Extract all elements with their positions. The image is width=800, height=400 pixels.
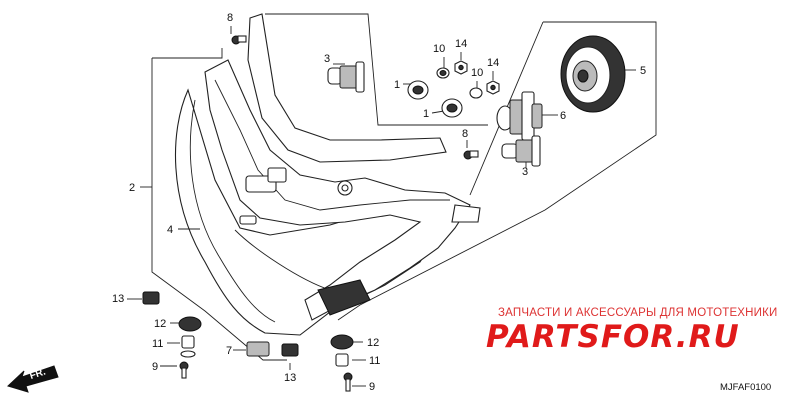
front-arrow-label: FR. xyxy=(28,366,47,382)
headlight-bulb-part-6 xyxy=(496,91,558,141)
bulb-part-3-upper xyxy=(327,61,365,93)
callout-c13b: 13 xyxy=(284,372,296,384)
callout-c1a: 1 xyxy=(394,79,400,91)
callout-c2: 2 xyxy=(129,182,135,194)
callout-numbers: 8 3 10 14 1 10 14 5 1 6 8 3 2 4 13 12 11 7 9 13 12 11 9 xyxy=(112,12,646,393)
callout-c10b: 10 xyxy=(471,67,483,79)
callout-c12b: 12 xyxy=(367,337,379,349)
callout-c10a: 10 xyxy=(433,43,445,55)
callout-c3a: 3 xyxy=(324,53,330,65)
watermark: ЗАПЧАСТИ И АКСЕССУАРЫ ДЛЯ МОТОТЕХНИКИ PA… xyxy=(486,307,778,355)
watermark-tagline: ЗАПЧАСТИ И АКСЕССУАРЫ ДЛЯ МОТОТЕХНИКИ xyxy=(498,307,778,319)
screw-part-8-middle xyxy=(463,140,479,160)
fastener-stack-right xyxy=(330,334,366,392)
front-direction-arrow: FR. xyxy=(7,365,59,393)
callout-c9b: 9 xyxy=(369,381,375,393)
callout-c7: 7 xyxy=(226,345,232,357)
callout-c5: 5 xyxy=(640,65,646,77)
headlight-case-part-2 xyxy=(204,59,481,321)
callout-c12a: 12 xyxy=(154,318,166,330)
callout-c3b: 3 xyxy=(522,166,528,178)
front-arrow-icon xyxy=(7,365,59,393)
pad-part-7 xyxy=(233,341,270,357)
callout-c1b: 1 xyxy=(423,108,429,120)
watermark-logo: PARTSFOR.RU xyxy=(486,319,740,355)
grommet-group-upper xyxy=(403,52,500,118)
clip-part-13-bottom xyxy=(281,343,299,370)
dust-cover-part-5 xyxy=(560,35,636,113)
callout-c8b: 8 xyxy=(462,128,468,140)
callout-c11b: 11 xyxy=(369,355,380,367)
diagram-reference-code: MJFAF0100 xyxy=(720,382,771,393)
upper-trim-strip xyxy=(247,13,447,163)
clip-part-13-left xyxy=(127,291,160,305)
callout-c14a: 14 xyxy=(455,38,467,50)
callout-c11a: 11 xyxy=(152,338,163,350)
callout-c4: 4 xyxy=(167,224,173,236)
callout-c9a: 9 xyxy=(152,361,158,373)
callout-c8a: 8 xyxy=(227,12,233,24)
callout-c14b: 14 xyxy=(487,57,499,69)
callout-c6: 6 xyxy=(560,110,566,122)
fastener-stack-left xyxy=(160,316,202,379)
callout-c13a: 13 xyxy=(112,293,124,305)
bulb-part-3-lower xyxy=(501,135,541,168)
screw-part-8-top xyxy=(230,26,247,45)
